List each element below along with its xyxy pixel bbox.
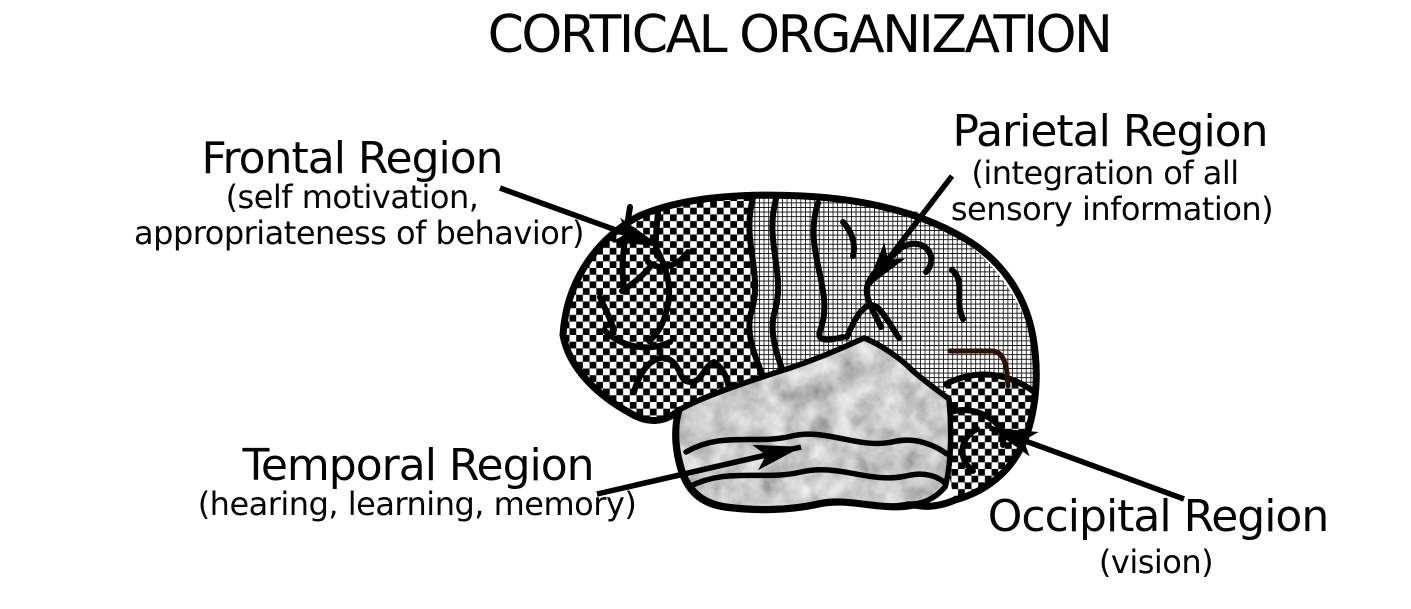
occipital-arrow [989,425,1185,502]
parietal-region-label: Parietal Region [952,106,1269,157]
parietal-region-desc-line2: sensory information) [950,190,1274,228]
parietal-arrow [863,174,955,290]
temporal-region-label: Temporal Region [242,440,594,491]
temporal-sulci-lines [683,431,950,490]
parietal-region-desc-line1: (integration of all [971,154,1239,192]
page-title: CORTICAL ORGANIZATION [487,5,1113,65]
occipital-region-desc-line1: (vision) [1098,543,1214,581]
temporal-lobe-texture [676,338,951,509]
frontal-arrow [499,185,661,249]
parietal-accent-sulcus [947,348,1011,389]
brain-outline [559,191,1040,514]
temporal-arrow [596,444,802,497]
occipital-region-label: Occipital Region [987,491,1329,542]
frontal-region-desc-line1: (self motivation, [225,178,479,216]
frontal-region-desc-line2: appropriateness of behavior) [134,214,584,252]
frontal-region-label: Frontal Region [201,133,503,184]
pointer-arrows [499,174,1185,502]
temporal-region-desc-line1: (hearing, learning, memory) [197,485,637,523]
frontal-lobe-texture [563,195,790,425]
